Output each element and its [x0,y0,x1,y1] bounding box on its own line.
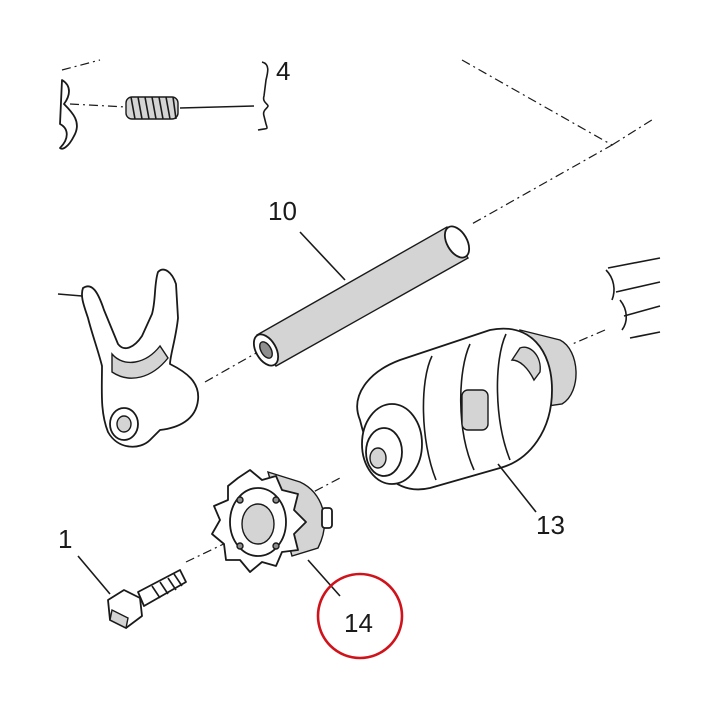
shift-drum-icon [356,257,661,491]
callout-10: 10 [268,196,297,226]
bolt-icon [107,569,187,630]
callout-4: 4 [276,56,290,86]
callout-1: 1 [58,524,72,554]
shift-fork-fragment-icon [59,79,78,150]
callout-13: 13 [536,510,565,540]
shift-fork-icon [81,268,199,448]
star-cam-part [211,469,341,597]
shift-fork-part [57,268,199,448]
star-cam-icon [211,469,333,573]
shift-drum-part [356,257,661,513]
shaft-icon [252,225,471,367]
shaft-part [252,225,471,367]
bolt-part [77,555,187,630]
spring-icon [125,96,179,120]
bracket-icon [257,61,269,131]
callout-14: 14 [344,608,373,638]
callout-labels: 4 10 1 13 14 [58,56,565,638]
spring-part [59,61,269,150]
highlight-circle [316,572,404,660]
